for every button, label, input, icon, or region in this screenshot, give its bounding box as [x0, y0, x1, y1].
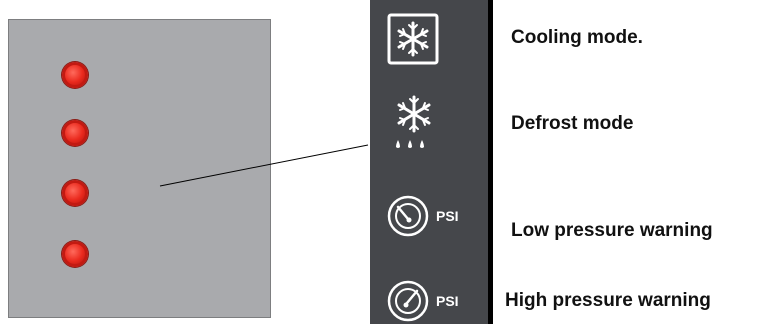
indicator-light-cooling — [62, 62, 88, 88]
icon-strip-edge — [488, 0, 493, 324]
indicator-light-low-pressure — [62, 180, 88, 206]
indicator-light-defrost — [62, 120, 88, 146]
snowflake-drops-icon — [396, 95, 431, 148]
label-defrost-mode: Defrost mode — [511, 113, 634, 134]
snowflake-boxed-icon — [387, 13, 439, 65]
indicator-light-high-pressure — [62, 241, 88, 267]
indicator-panel — [8, 19, 271, 318]
pressure-gauge-high-icon — [387, 280, 429, 322]
psi-label-low: PSI — [436, 208, 459, 224]
psi-label-high: PSI — [436, 293, 459, 309]
pressure-gauge-low-icon — [387, 195, 429, 237]
label-high-pressure-warning: High pressure warning — [505, 290, 711, 311]
label-cooling-mode: Cooling mode. — [511, 27, 643, 48]
label-low-pressure-warning: Low pressure warning — [511, 220, 713, 241]
